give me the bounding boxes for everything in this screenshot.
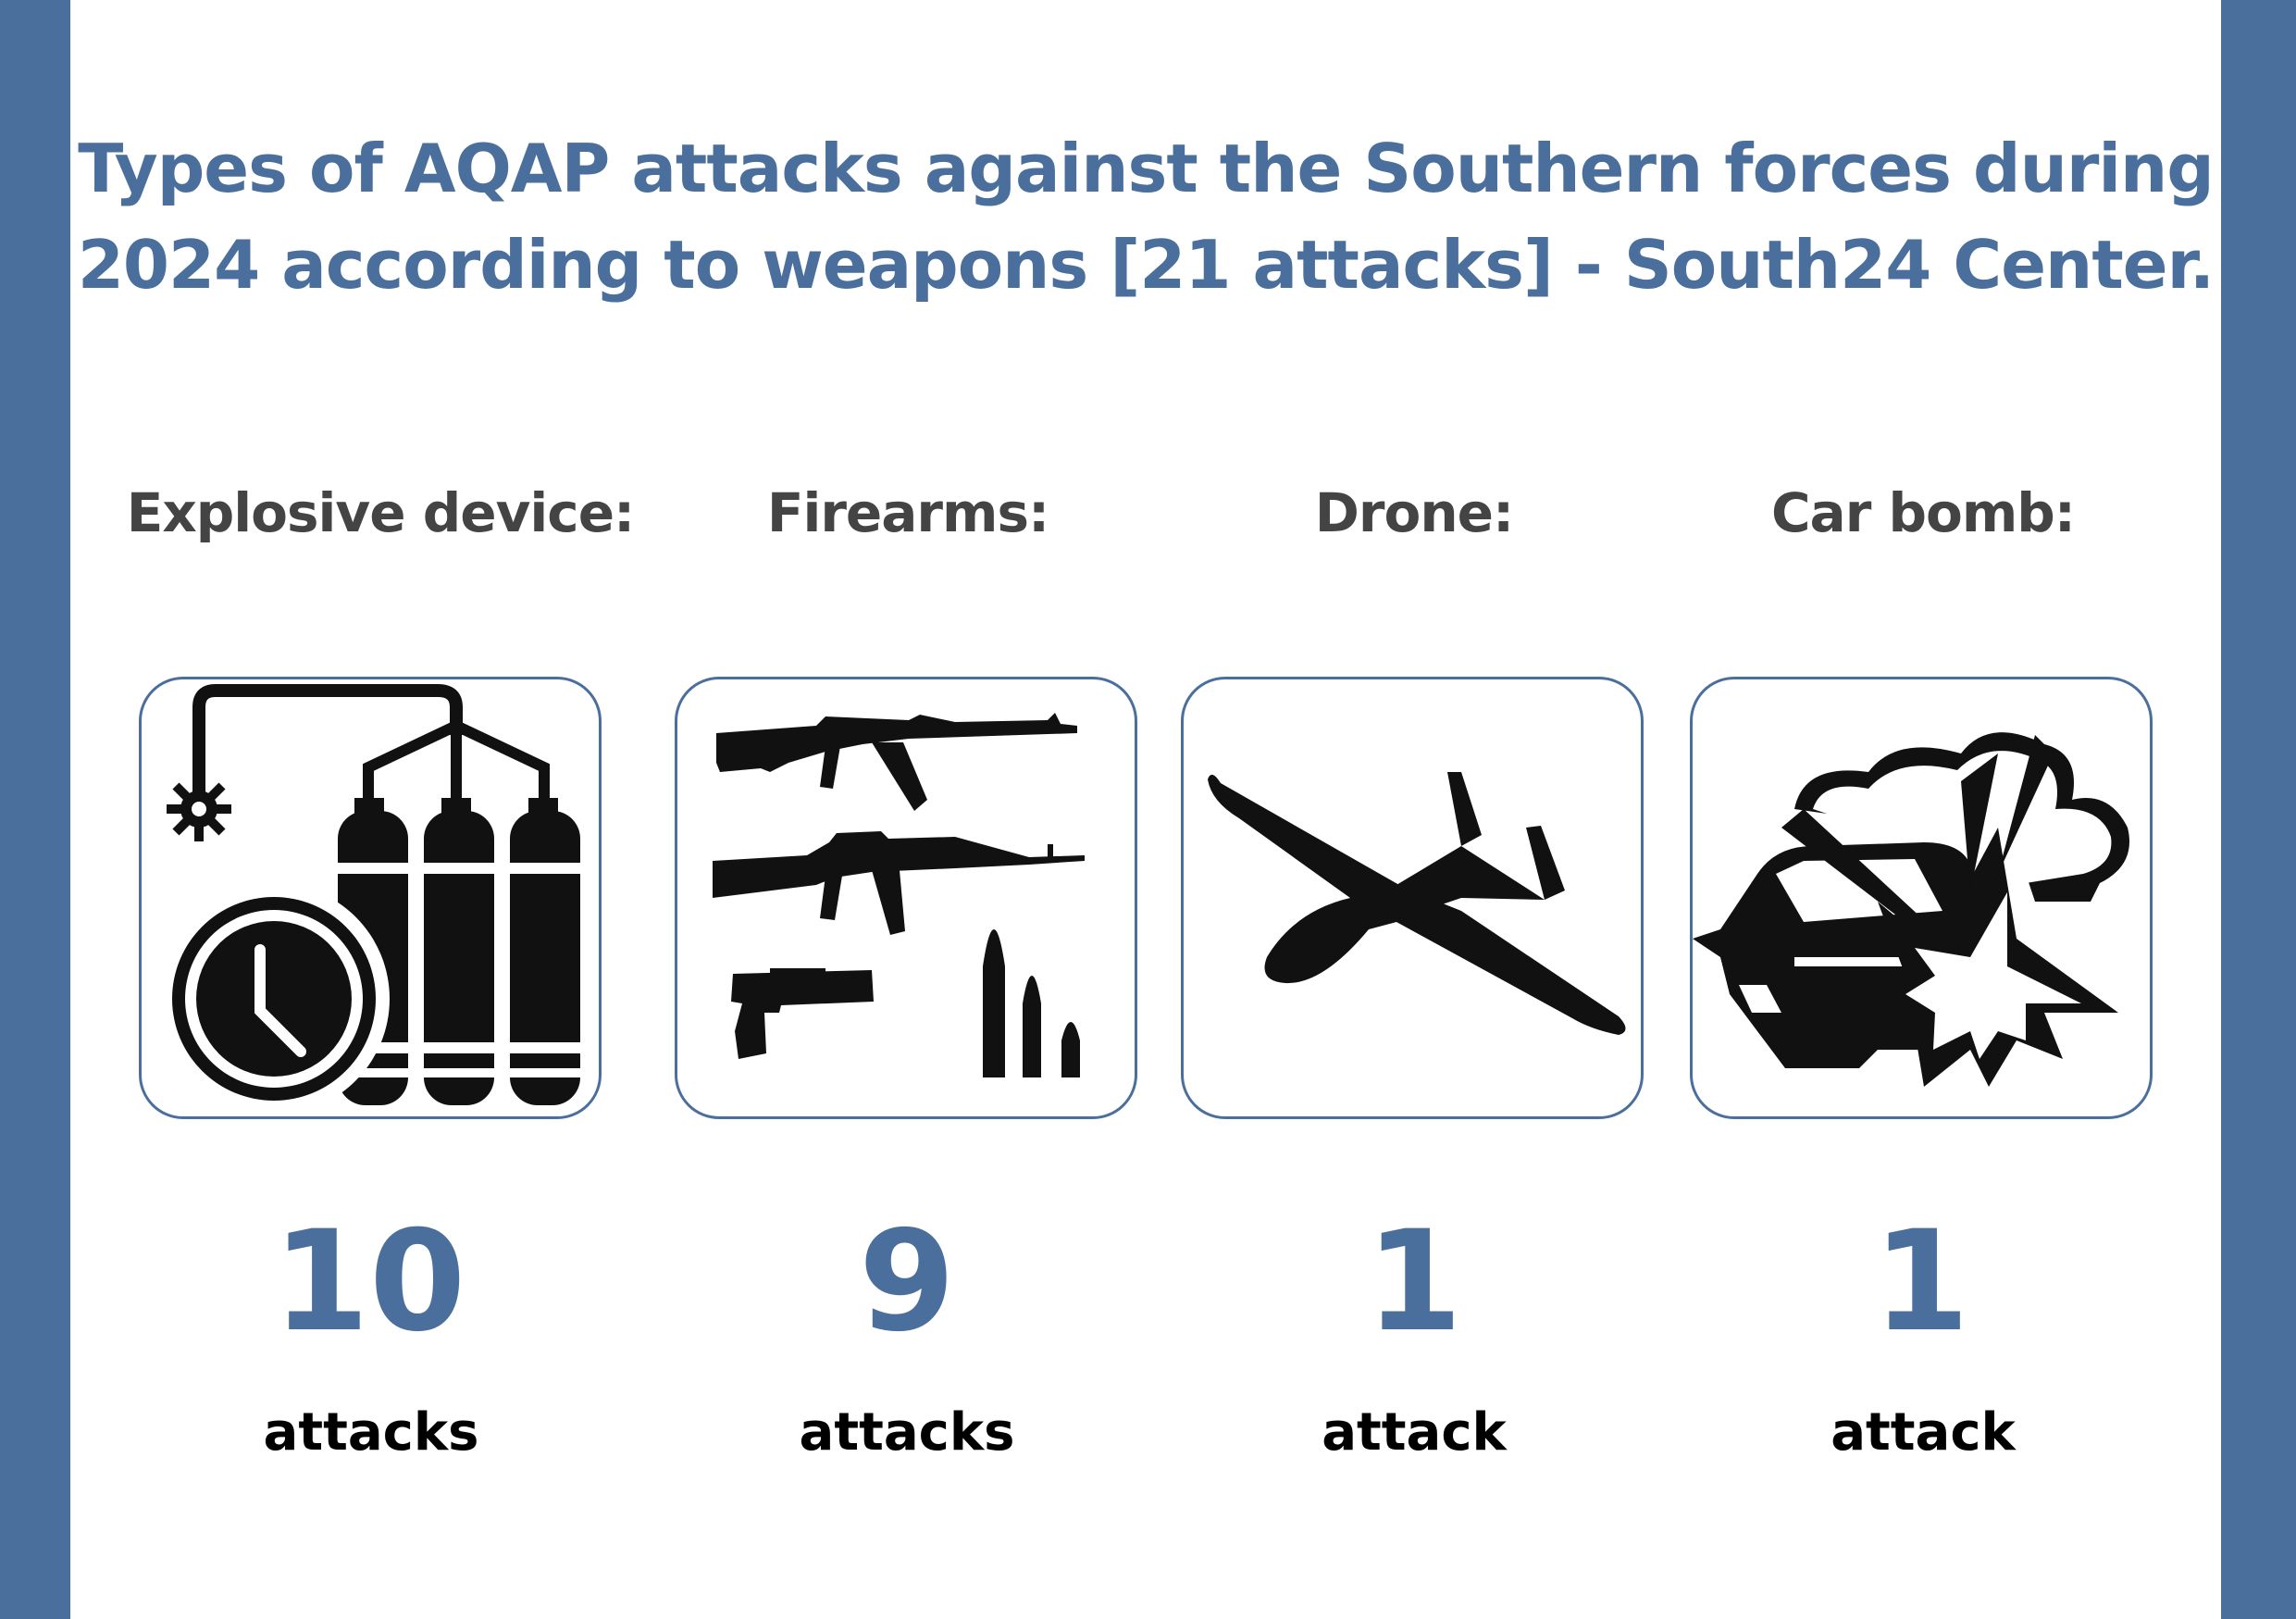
count-explosive-device: 10 <box>272 1202 466 1363</box>
unit-firearms: attacks <box>799 1402 1015 1463</box>
unit-drone: attack <box>1322 1402 1507 1463</box>
car-bomb-explosion-icon <box>1693 732 2129 1087</box>
title-line-2: 2024 according to weapons [21 attacks] -… <box>77 226 2215 304</box>
unit-car-bomb: attack <box>1831 1402 2016 1463</box>
count-drone: 1 <box>1365 1202 1463 1363</box>
explosive-device-timer-icon <box>158 684 586 1115</box>
drone-icon <box>1208 772 1626 1035</box>
category-card-drone <box>1181 677 1644 1119</box>
infographic-page: Types of AQAP attacks against the Southe… <box>70 0 2221 1619</box>
title-line-1: Types of AQAP attacks against the Southe… <box>78 130 2215 207</box>
firearms-rifles-pistol-icon <box>713 713 1085 1077</box>
category-label-firearms: Firearms: <box>766 481 1049 544</box>
category-card-firearms <box>675 677 1137 1119</box>
count-car-bomb: 1 <box>1872 1202 1970 1363</box>
category-label-drone: Drone: <box>1314 481 1514 544</box>
category-label-explosive-device: Explosive device: <box>126 481 635 544</box>
category-card-car-bomb <box>1690 677 2153 1119</box>
category-label-car-bomb: Car bomb: <box>1770 481 2076 544</box>
count-firearms: 9 <box>858 1202 956 1363</box>
category-card-explosive-device <box>139 677 602 1119</box>
unit-explosive-device: attacks <box>263 1402 479 1463</box>
page-title: Types of AQAP attacks against the Southe… <box>70 120 2221 313</box>
